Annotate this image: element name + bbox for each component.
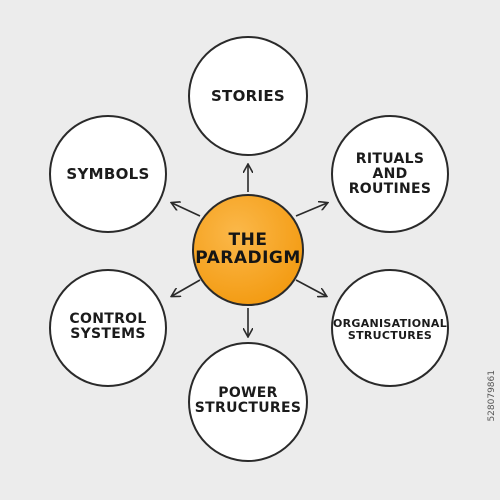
arrow-to-control	[172, 279, 201, 296]
node-label-symbols: SYMBOLS	[66, 165, 150, 183]
center-label: THE PARADIGM	[195, 230, 301, 269]
node-circles	[49, 36, 449, 462]
center-circle	[192, 194, 304, 306]
connectors	[172, 165, 327, 336]
node-circle-stories	[188, 36, 308, 156]
node-label-rituals: RITUALS AND ROUTINES	[348, 151, 432, 198]
node-label-control: CONTROL SYSTEMS	[69, 311, 147, 343]
node-label-stories: STORIES	[210, 87, 286, 105]
node-label-organisational: ORGANISATIONAL STRUCTURES	[332, 317, 448, 342]
arrow-to-symbols	[172, 203, 201, 217]
node-circle-organisational	[331, 269, 449, 387]
node-circle-power	[188, 342, 308, 462]
node-circle-control	[49, 269, 167, 387]
stock-id-text: 528079861	[487, 370, 497, 422]
arrow-to-rituals	[295, 203, 327, 217]
node-circle-rituals	[331, 115, 449, 233]
arrow-to-organisational	[295, 279, 326, 296]
node-label-power: POWER STRUCTURES	[194, 385, 302, 417]
node-circle-symbols	[49, 115, 167, 233]
